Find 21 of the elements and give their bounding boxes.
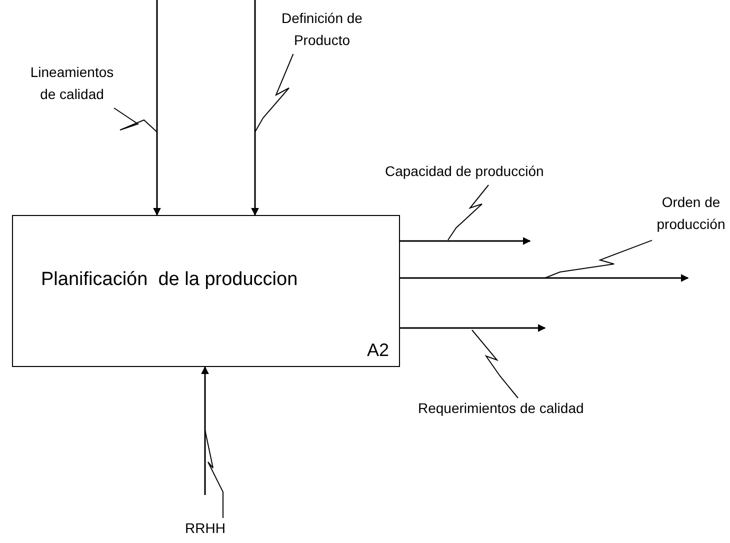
leader-line bbox=[472, 330, 518, 398]
arrow bbox=[201, 366, 209, 495]
arrow bbox=[400, 274, 689, 282]
process-box bbox=[12, 215, 400, 367]
arrow-label: Definición de Producto bbox=[274, 8, 370, 54]
leader-line bbox=[254, 54, 294, 132]
arrow bbox=[400, 237, 531, 245]
process-title: Planificación de la produccion bbox=[41, 268, 298, 292]
arrow-label: Lineamientos de calidad bbox=[22, 62, 122, 108]
arrow bbox=[153, 0, 161, 216]
arrow bbox=[251, 0, 259, 216]
node-number: A2 bbox=[366, 339, 389, 362]
leader-line bbox=[544, 240, 652, 278]
leader-line bbox=[204, 430, 224, 518]
arrow-label: RRHH bbox=[185, 518, 225, 540]
arrow-label: Capacidad de producción bbox=[385, 161, 615, 185]
leader-line bbox=[448, 184, 489, 240]
arrow-label: Requerimientos de calidad bbox=[418, 398, 668, 422]
arrow-label: Orden de producción bbox=[652, 192, 730, 238]
arrow bbox=[400, 324, 546, 332]
leader-line bbox=[114, 108, 158, 132]
